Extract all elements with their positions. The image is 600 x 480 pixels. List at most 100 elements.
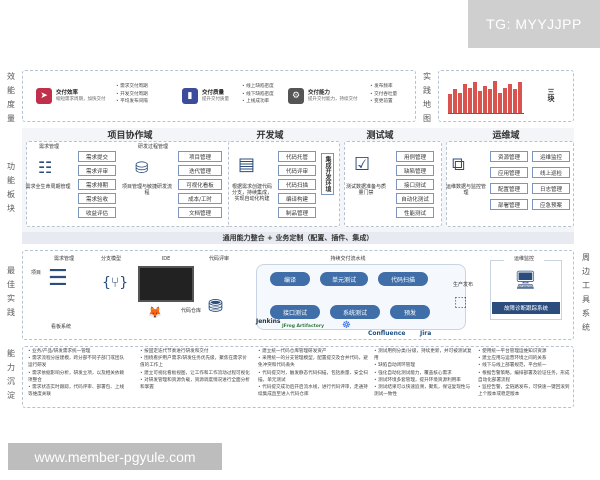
stage-preprod: 预发 <box>390 305 430 319</box>
defect-mgmt: 缺陷管理 <box>396 165 434 176</box>
domain-title-test: 测试域 <box>366 131 394 141</box>
metric-subtitle: 缩短需求周期，加快交付 <box>56 96 106 102</box>
capability-col-dev: 建立统一代码仓库管理研发资产采用统一的分支管理模型，配置提交及合并代码，避免冲突… <box>258 348 368 398</box>
map-bar <box>518 82 522 113</box>
req-mgmt-title: 需求管理 <box>38 144 59 150</box>
tool-jenkins: Jenkins <box>256 318 281 325</box>
metric-title: 交付能力 <box>308 89 331 96</box>
branch-model-label: 分支模型 <box>100 256 121 262</box>
ops-monitor-title: 运维监控 <box>504 256 544 262</box>
req-review: 需求评审 <box>78 165 116 176</box>
process-mgmt-caption: 项目管理与敏捷研发流程 <box>121 184 172 196</box>
map-bar <box>448 94 452 113</box>
tool-jira: Jira <box>420 330 432 337</box>
map-bar <box>453 89 457 113</box>
practice-map-panel <box>438 70 574 122</box>
metric-items-capability: 发布频率交付吞吐量变更前置 <box>370 83 414 106</box>
map-bar <box>503 87 507 113</box>
req-accept: 需求验收 <box>78 193 116 204</box>
row-label-map: 实践地图 <box>423 72 431 123</box>
row-label-metrics: 效能度量 <box>7 72 15 123</box>
practice-project-label: 项目 <box>30 270 41 276</box>
metric-subtitle: 提升交付能力，持续交付 <box>308 96 358 102</box>
capability-col-test: 测试用例分类/分级，持续更新，并可被测试复用缺陷自动闭环管理强化自动化测试能力，… <box>374 348 474 398</box>
map-bar <box>493 80 497 113</box>
stage-unit-test: 单元测试 <box>320 272 368 286</box>
practice-panel <box>22 250 574 340</box>
map-bar <box>498 92 502 113</box>
map-bar <box>483 85 487 113</box>
perf-test: 性能测试 <box>396 207 434 218</box>
kubernetes-icon: ☸ <box>342 320 351 331</box>
map-bar <box>488 89 492 113</box>
capability-col-ops: 使用统一平台管理运维知识资源建立应用与运营环境之间的关系线下与线上部署规范，平台… <box>478 348 572 398</box>
map-bar <box>463 84 467 113</box>
code-window-icon: ▤ <box>238 154 256 175</box>
stage-compile: 编译 <box>270 272 310 286</box>
practice-req-title: 需求管理 <box>53 256 74 262</box>
process-mgmt-title: 研发过程管理 <box>137 144 168 150</box>
row-label-practice: 最佳实践 <box>7 266 15 317</box>
network-icon: ⧉ <box>452 154 465 175</box>
map-bar <box>458 92 462 113</box>
metric-subtitle: 提升交付质量 <box>202 96 229 102</box>
app-mgmt: 应用管理 <box>490 167 528 178</box>
req-schedule: 需求排期 <box>78 179 116 190</box>
bookmark-icon: ▮ <box>182 88 198 104</box>
row-label-functions: 功能板块 <box>7 162 15 213</box>
domain-title-dev: 开发域 <box>256 131 284 141</box>
dev-caption: 根据需求创建代码分支，持续集成，实现自动化构建 <box>231 184 272 202</box>
watermark-top: TG: MYYJJPP <box>468 0 600 48</box>
checklist-icon: ☑ <box>354 154 371 175</box>
requirements-icon: ☷ <box>38 158 53 177</box>
metric-title: 交付质量 <box>202 89 225 96</box>
build: 编译构建 <box>278 193 316 204</box>
map-bar <box>468 87 472 113</box>
stage-system-test: 系统测试 <box>330 305 380 319</box>
row-label-tools: 周边工具系统 <box>582 253 590 332</box>
ide-vertical-label: 集成开发环境 <box>321 153 334 195</box>
map-bar <box>478 90 482 113</box>
capability-col-requirements: 业务/产品/研发需求统一管理需求流程分层建模，跨分部不同子部门或团队运行研发需求… <box>28 348 128 398</box>
tool-confluence: Confluence <box>368 330 406 337</box>
gitlab-icon: 🦊 <box>148 306 162 319</box>
metric-items-quality: 线上缺陷密度线下缺陷密度上线成功率 <box>242 83 282 106</box>
map-marker: 三块 <box>547 88 555 102</box>
code-repo-label: 代码仓库 <box>180 308 201 314</box>
code-hosting: 代码托管 <box>278 151 316 162</box>
metric-card-efficiency: ➤ 交付效率缩短需求周期，加快交付 <box>34 83 108 109</box>
map-bar <box>508 84 512 113</box>
test-caption: 测试数据准备与质量门禁 <box>346 184 387 196</box>
iteration-mgmt: 迭代管理 <box>178 165 222 176</box>
pipeline-title: 持续交付流水线 <box>330 256 366 262</box>
kanban-board: 可视化看板 <box>178 179 222 190</box>
project-mgmt: 项目管理 <box>178 151 222 162</box>
capabilities-panel <box>22 346 574 408</box>
code-review-label: 代码评审 <box>208 256 229 262</box>
deploy-mgmt: 部署管理 <box>490 199 528 210</box>
log-mgmt: 日志管理 <box>532 183 570 194</box>
stage-api-test: 接口测试 <box>270 305 320 319</box>
doc-mgmt: 文档管理 <box>178 207 222 218</box>
config-mgmt: 配置管理 <box>490 183 528 194</box>
release-icon: ⬚ <box>454 294 468 310</box>
process-icon: ⛁ <box>135 158 149 177</box>
branch-icon: {⑂} <box>102 275 129 291</box>
row-label-capabilities: 能力沉淀 <box>7 349 15 400</box>
resource-mgmt: 资源管理 <box>490 151 528 162</box>
metric-title: 交付效率 <box>56 89 79 96</box>
online-inspection: 线上巡检 <box>532 167 570 178</box>
watermark-bottom: www.member-pgyule.com <box>8 443 222 470</box>
metric-items-efficiency: 需求交付周期开发交付周期平均发布间隔 <box>116 83 176 106</box>
artifact-mgmt: 制品管理 <box>278 207 316 218</box>
ops-caption: 运维数据与监控管理 <box>446 184 487 196</box>
req-submit: 需求提交 <box>78 151 116 162</box>
api-test: 接口测试 <box>396 179 434 190</box>
capability-col-process: 按固定迭代节奏进行研发和交付围绕看护用户需求/研发任务优先级，聚焦在需求价值的工… <box>140 348 250 391</box>
cost-hours: 成本/工时 <box>178 193 222 204</box>
testcase-mgmt: 用例管理 <box>396 151 434 162</box>
code-review: 代码评审 <box>278 165 316 176</box>
ide-screen <box>138 266 194 302</box>
list-icon: ☰ <box>48 266 68 291</box>
